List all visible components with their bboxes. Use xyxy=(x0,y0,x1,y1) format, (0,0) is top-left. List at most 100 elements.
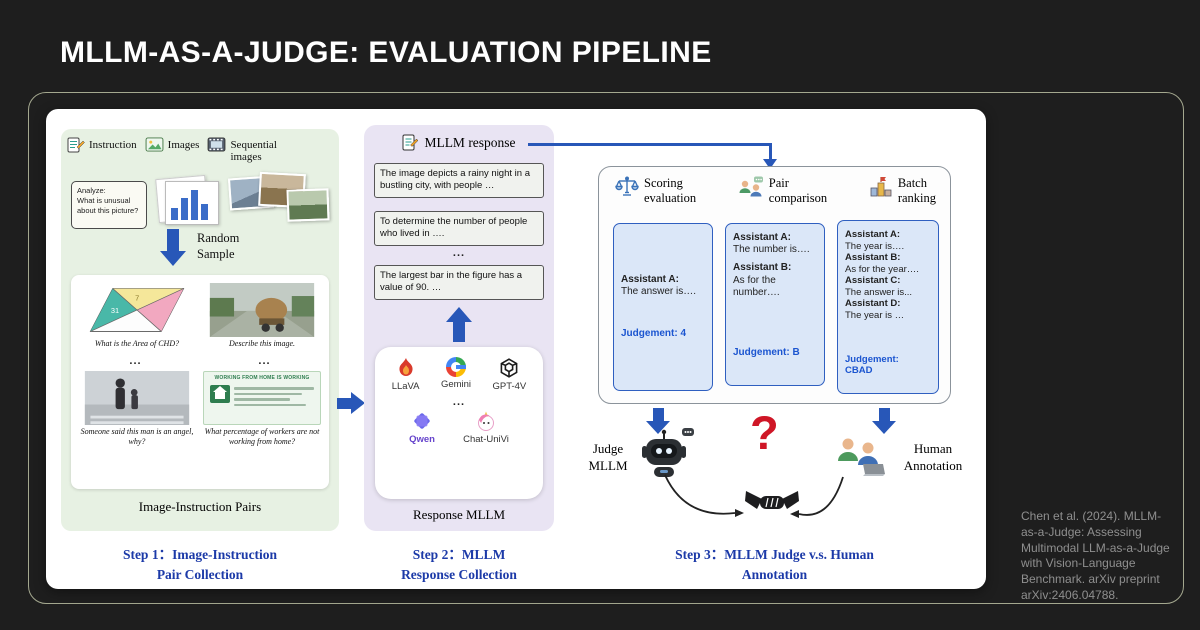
step2-caption-line1: Step 2：MLLM xyxy=(412,547,506,562)
citation: Chen et al. (2024). MLLM-as-a-Judge: Ass… xyxy=(1021,509,1170,603)
gemini-g-icon xyxy=(446,357,466,377)
pair-assistant-a-text: The number is…. xyxy=(733,244,810,256)
diagram-panel: Instruction Images Sequential images Ana… xyxy=(46,109,986,589)
models-to-responses-arrow xyxy=(446,307,472,342)
scoring-evaluation-box: Assistant A: The answer is…. Judgement: … xyxy=(613,223,713,391)
analyze-instruction-box: Analyze: What is unusual about this pict… xyxy=(71,181,147,229)
pair-geometry-caption: What is the Area of CHD? xyxy=(94,339,180,348)
llava-flame-icon xyxy=(399,358,413,376)
step2-panel-label: Response MLLM xyxy=(412,507,506,522)
step2-caption: Step 2：MLLM Response Collection xyxy=(364,545,554,584)
step2-caption-line2: Response Collection xyxy=(401,566,517,582)
pair-assistant-b-label: Assistant B: xyxy=(733,262,792,274)
pair-assistant-a-label: Assistant A: xyxy=(733,232,791,243)
batch-assistant-b-text: As for the year…. xyxy=(845,263,919,275)
judge-mllm-label: Judge MLLM xyxy=(579,441,637,475)
handshake-icon xyxy=(745,491,799,509)
batch-assistant-c-label: Assistant C: xyxy=(845,275,901,287)
source-sequential-images: Sequential images xyxy=(207,137,290,163)
step3-caption-line2: Annotation xyxy=(741,566,808,582)
batch-assistant-d-label: Assistant D: xyxy=(845,298,901,310)
responses-ellipsis: ... xyxy=(452,247,466,259)
infographic-image: WORKING FROM HOME IS WORKING xyxy=(203,371,321,425)
step3-caption-line1: Step 3：MLLM Judge v.s. Human xyxy=(675,547,874,562)
response-box-1: The image depicts a rainy night in a bus… xyxy=(374,163,544,198)
model-gemini-label: Gemini xyxy=(440,379,472,390)
random-sample-arrow xyxy=(160,229,186,266)
man-photo-image xyxy=(84,371,190,425)
pairs-ellipsis-left: ... xyxy=(129,355,142,367)
response-to-judge-connector-drop xyxy=(769,143,772,160)
model-llava-label: LLaVA xyxy=(391,381,420,392)
step1-caption-line1: Step 1：Image-Instruction xyxy=(122,547,278,562)
response-to-judge-arrowhead xyxy=(763,159,777,169)
model-qwen-label: Qwen xyxy=(409,434,435,445)
step2-panel: MLLM response The image depicts a rainy … xyxy=(364,125,554,531)
analyze-line2: What is unusual about this picture? xyxy=(77,195,139,215)
model-gpt4v: GPT-4V xyxy=(492,357,526,392)
infographic-title: WORKING FROM HOME IS WORKING xyxy=(214,375,310,381)
data-sources-row: Instruction Images Sequential images xyxy=(67,137,335,163)
batch-judgement-line2: CBAD xyxy=(845,365,873,377)
step1-panel-label: Image-Instruction Pairs xyxy=(138,499,262,514)
scoring-label-line2: evaluation xyxy=(644,190,697,205)
infographic-text-lines xyxy=(234,385,314,406)
pairs-ellipsis-row: ... ... xyxy=(71,355,329,367)
pair-hay-cart: Describe this image. xyxy=(203,283,321,349)
pair-infographic-caption: What percentage of workers are not worki… xyxy=(204,427,320,446)
step1-caption: Step 1：Image-Instruction Pair Collection xyxy=(61,545,339,584)
analyze-line1: Analyze: xyxy=(77,186,106,195)
openai-icon xyxy=(500,358,518,378)
agreement-arrows xyxy=(664,474,844,518)
scoring-label-line1: Scoring xyxy=(644,176,683,190)
geometry-label-a: 31 xyxy=(111,306,119,315)
mllm-response-label: MLLM response xyxy=(424,135,516,150)
response-to-judge-connector-line xyxy=(528,143,772,146)
step1-panel: Instruction Images Sequential images Ana… xyxy=(61,129,339,531)
podium-flag-icon xyxy=(870,177,892,197)
judge-label-line1: Judge xyxy=(592,441,624,456)
scale-icon xyxy=(615,176,639,196)
human-label-line2: Annotation xyxy=(903,457,963,473)
pair-label-line1: Pair xyxy=(768,176,789,190)
random-sample-label: Random Sample xyxy=(197,231,239,262)
unicorn-icon xyxy=(478,411,494,431)
model-llava: LLaVA xyxy=(392,357,420,392)
models-ellipsis: ... xyxy=(452,396,466,408)
model-gpt4v-label: GPT-4V xyxy=(492,381,527,392)
model-qwen: Qwen xyxy=(409,410,435,445)
random-sample-line1: Random xyxy=(197,231,240,245)
model-chatunivi-label: Chat-UniVi xyxy=(463,434,509,445)
batch-label-line1: Batch xyxy=(897,176,927,190)
batch-judgement-line1: Judgement: xyxy=(845,353,899,365)
human-annotators-icon xyxy=(838,438,885,476)
chart-thumbnail xyxy=(165,181,219,225)
pair-hay-caption: Describe this image. xyxy=(229,339,295,348)
document-pencil-icon xyxy=(402,134,419,151)
people-chat-icon xyxy=(739,176,763,197)
batch-ranking-box: Assistant A: The year is…. Assistant B: … xyxy=(837,220,939,394)
scoring-assistant-a-label: Assistant A: xyxy=(621,273,679,285)
step1-caption-line2: Pair Collection xyxy=(156,566,244,582)
hay-cart-image xyxy=(209,283,315,337)
batch-assistant-c-text: The answer is... xyxy=(845,286,913,298)
batch-assistant-b-label: Assistant B: xyxy=(845,252,901,264)
source-sequential-label: Sequential images xyxy=(230,139,277,164)
response-mllm-models-box: LLaVA Gemini GPT-4V ... Qwen xyxy=(375,347,543,499)
source-images: Images xyxy=(145,137,199,152)
robot-judge-icon xyxy=(642,428,694,477)
pair-man-caption: Someone said this man is an angel, why? xyxy=(80,427,194,446)
pair-judgement: Judgement: B xyxy=(733,346,800,358)
step3-caption: Step 3：MLLM Judge v.s. Human Annotation xyxy=(598,545,951,584)
pair-comparison-box: Assistant A: The number is…. Assistant B… xyxy=(725,223,825,386)
pair-man-photo: Someone said this man is an angel, why? xyxy=(79,371,195,447)
scoring-judgement: Judgement: 4 xyxy=(621,328,687,340)
human-annotation-label: Human Annotation xyxy=(887,441,979,475)
human-label-line1: Human xyxy=(913,441,953,456)
images-icon xyxy=(145,137,164,152)
batch-assistant-d-text: The year is … xyxy=(845,310,905,322)
instruction-icon xyxy=(67,137,85,153)
photo-thumb-3 xyxy=(286,188,330,222)
pair-label-line2: comparison xyxy=(768,190,828,205)
